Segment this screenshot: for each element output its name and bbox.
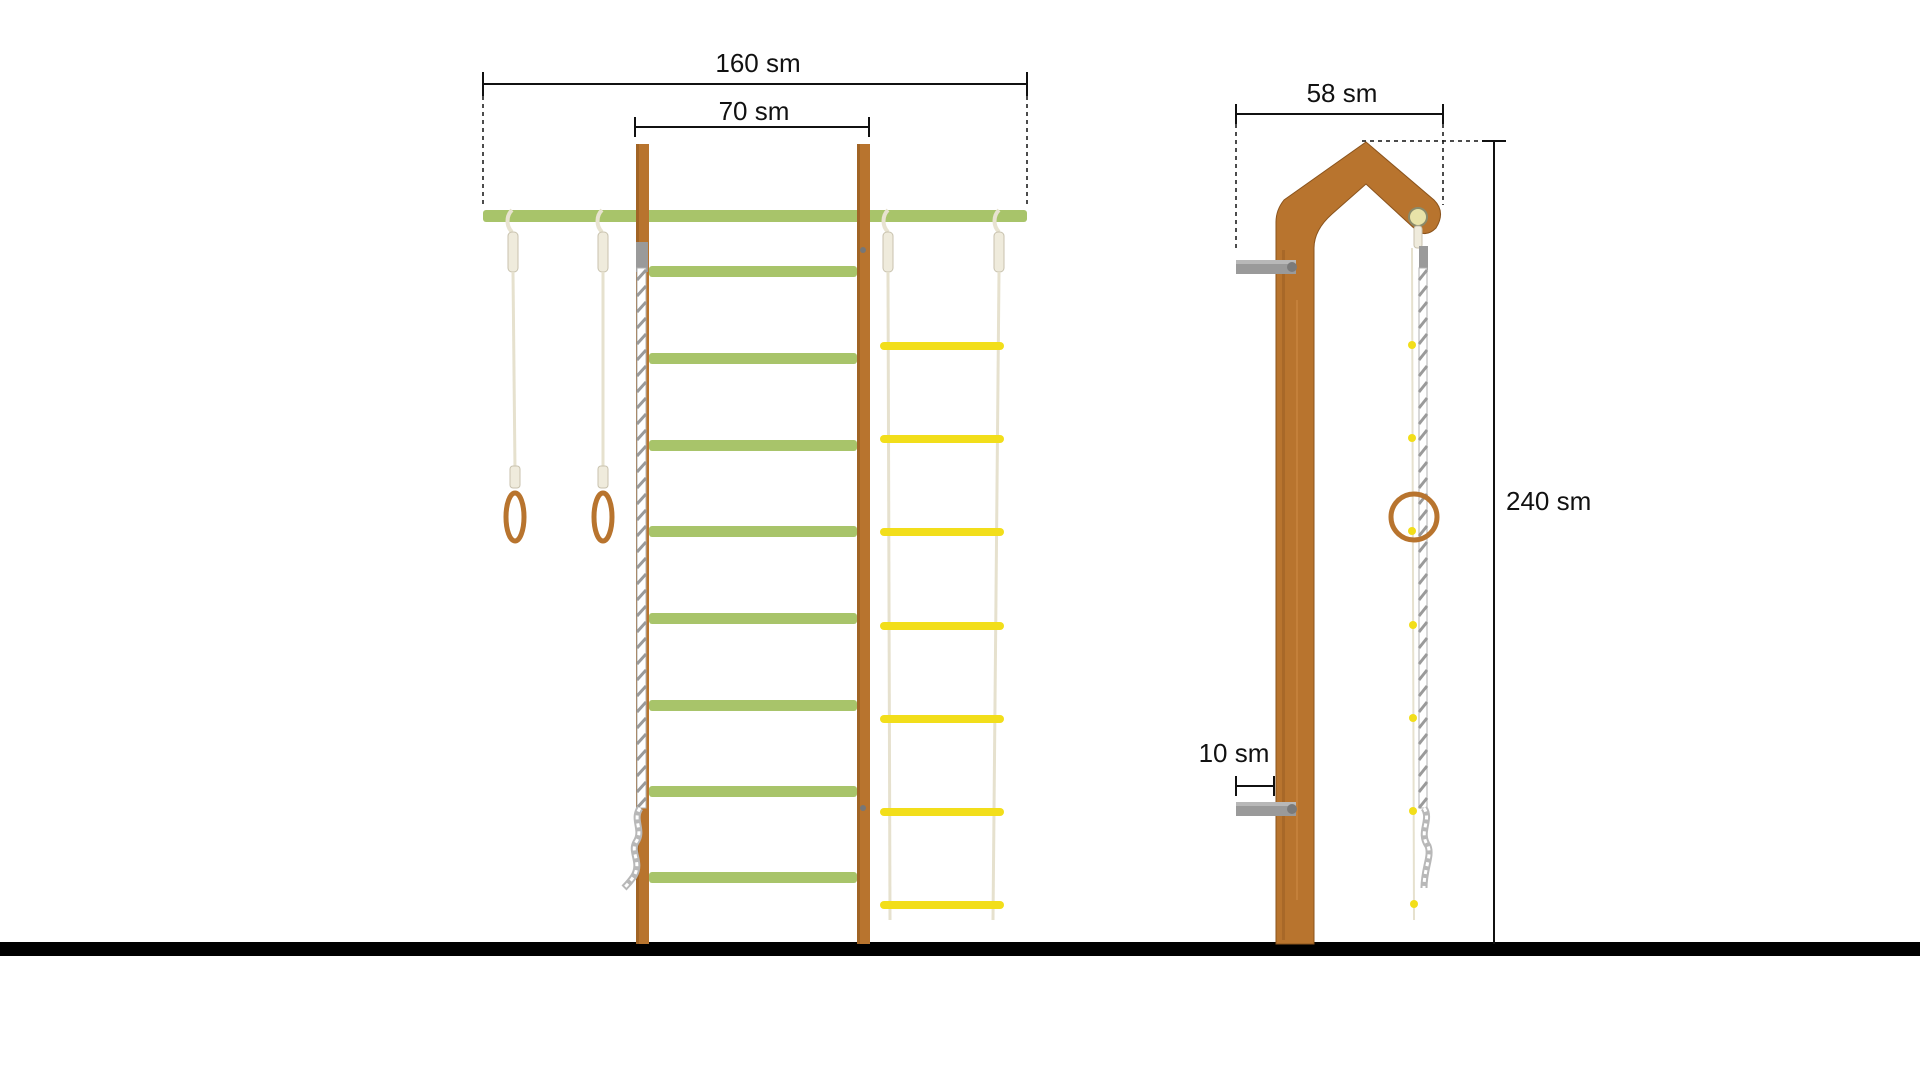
- ladder-rungs: [649, 266, 857, 883]
- top-horizontal-bar: [483, 210, 1027, 222]
- side-climbing-rope-icon: [1388, 225, 1440, 921]
- climbing-rope-icon: [621, 242, 648, 891]
- dimension-total-width: 160 sm: [482, 48, 1028, 205]
- wall-bracket-bottom: [1236, 802, 1297, 816]
- dimension-height: 240 sm: [1362, 140, 1591, 944]
- floor-line: [0, 942, 1920, 956]
- ladder-rung: [649, 526, 857, 537]
- wall-bracket-top: [1236, 260, 1297, 274]
- ladder-rung: [649, 266, 857, 277]
- right-post: [857, 144, 870, 944]
- ladder-rung: [649, 786, 857, 797]
- rope-ladder-icon: [880, 208, 1005, 921]
- ladder-rung: [649, 700, 857, 711]
- gymnastic-rings-icon: [503, 208, 615, 544]
- rope-ladder-rung: [880, 435, 1004, 443]
- dimension-label-70: 70 sm: [719, 96, 790, 126]
- dimension-inner-width: 70 sm: [634, 96, 870, 137]
- dimension-label-240: 240 sm: [1506, 486, 1591, 516]
- ladder-rung: [649, 353, 857, 364]
- dimension-bracket-offset: 10 sm: [1199, 738, 1275, 796]
- ladder-rung: [649, 872, 857, 883]
- dimension-depth: 58 sm: [1235, 78, 1444, 250]
- side-gymnastic-ring: [1388, 491, 1440, 543]
- rope-ladder-rung: [880, 622, 1004, 630]
- ladder-rung: [649, 440, 857, 451]
- rope-ladder-rung: [880, 808, 1004, 816]
- side-post: [1275, 141, 1441, 945]
- rope-ladder-rung: [880, 528, 1004, 536]
- rope-ladder-rung: [880, 715, 1004, 723]
- rope-ladder-rung: [880, 901, 1004, 909]
- top-ring-mount: [1408, 207, 1428, 227]
- front-view: 160 sm 70 sm: [482, 48, 1028, 944]
- dimension-label-160: 160 sm: [715, 48, 800, 78]
- dimension-label-10: 10 sm: [1199, 738, 1270, 768]
- dimension-label-58: 58 sm: [1307, 78, 1378, 108]
- ladder-rung: [649, 613, 857, 624]
- rope-ladder-rung: [880, 342, 1004, 350]
- side-view: 58 sm 240 sm 10 sm: [1199, 78, 1591, 945]
